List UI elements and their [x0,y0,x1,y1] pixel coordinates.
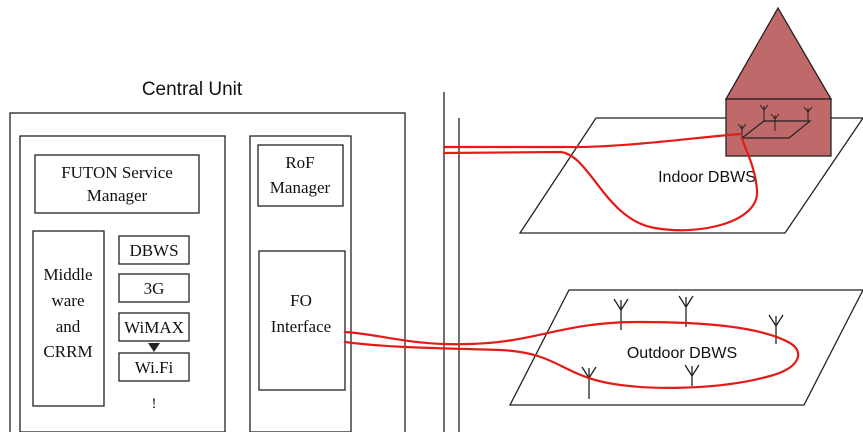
radio-wimax-label: WiMAX [124,318,184,337]
rof-label-line1: RoF [285,153,314,172]
service-block-box [19,135,226,432]
fo-label-line1: FO [290,291,312,310]
outdoor-antenna-3-icon [768,314,784,344]
futon-label-line2: Manager [87,186,148,205]
rof-manager-box [257,144,344,207]
fo-label-line2: Interface [271,317,331,336]
fiber-links [343,132,800,389]
radio-stack-ellipsis: ! [152,396,157,412]
central-unit-box [9,112,406,432]
middleware-crrm-box [32,230,105,407]
outdoor-area-label: Outdoor DBWS [627,345,737,362]
radio-3g-box [118,273,190,303]
radio-wifi-label: Wi.Fi [135,358,174,377]
outdoor-fiber-loop [343,320,800,389]
rof-label-line2: Manager [270,178,331,197]
outdoor-antenna-5-icon [684,364,700,386]
middleware-label-line4: CRRM [43,342,92,361]
radio-wifi-box [118,352,190,382]
futon-label-line1: FUTON Service [61,163,173,182]
middleware-label-line3: and [56,317,81,336]
wimax-wifi-arrow-icon [148,343,160,352]
rof-block-box [249,135,352,432]
fo-interface-box [258,250,346,391]
futon-service-manager-box [34,154,200,214]
middleware-label-line2: ware [51,291,84,310]
indoor-fiber-loop [442,136,759,232]
indoor-fiber-upper [442,132,742,149]
radio-3g-label: 3G [144,279,165,298]
indoor-area-label: Indoor DBWS [658,169,756,186]
central-unit-title: Central Unit [142,79,243,100]
middleware-label-line1: Middle [43,265,92,284]
house-icon [724,6,833,157]
outdoor-area-plane [508,289,863,406]
radio-dbws-box [118,235,190,265]
outdoor-antenna-4-icon [581,366,597,399]
outdoor-antenna-1-icon [613,298,629,330]
radio-wimax-box [118,312,190,342]
radio-dbws-label: DBWS [129,241,178,260]
